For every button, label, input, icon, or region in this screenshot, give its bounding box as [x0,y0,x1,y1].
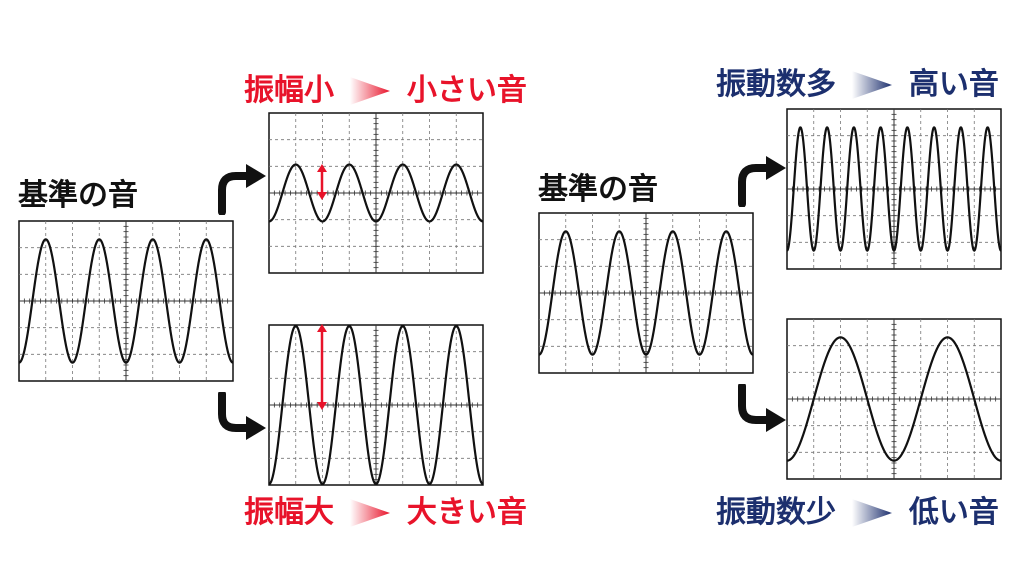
arrow-down-icon [738,384,786,432]
scope-base-left [18,220,234,382]
base-label-right: 基準の音 [538,172,658,207]
freq-high-cause: 振動数多 [716,66,836,102]
waveform [538,230,754,356]
label-freq-high: 振動数多 高い音 [716,66,999,103]
waveform [268,324,484,486]
label-freq-low: 振動数少 低い音 [716,494,999,531]
gradient-arrow-icon [852,498,893,527]
gradient-arrow-icon [852,70,893,99]
amplitude-arrow-small [317,164,327,200]
scope-amp-small [268,112,484,274]
amp-small-effect: 小さい音 [406,72,527,108]
scope-freq-low [786,318,1002,480]
scope-freq-high [786,108,1002,270]
waveform [786,336,1002,462]
arrow-up-icon [218,164,266,215]
arrow-up-icon [738,156,786,207]
arrow-down-icon [218,392,266,440]
base-label-left: 基準の音 [18,178,138,213]
gradient-arrow-icon [350,76,391,105]
scope-base-right [538,212,754,374]
label-amp-small: 振幅小 小さい音 [244,72,527,109]
scope-amp-large [268,324,484,486]
amp-large-cause: 振幅大 [244,494,334,530]
amplitude-arrow-large [317,324,327,410]
amp-large-effect: 大きい音 [406,494,527,530]
freq-high-effect: 高い音 [908,66,999,102]
waveform [18,238,234,364]
amp-small-cause: 振幅小 [244,72,334,108]
gradient-arrow-icon [350,498,391,527]
freq-low-effect: 低い音 [908,494,999,530]
freq-low-cause: 振動数少 [716,494,836,530]
label-amp-large: 振幅大 大きい音 [244,494,527,531]
waveform [786,126,1002,252]
waveform [268,163,484,223]
